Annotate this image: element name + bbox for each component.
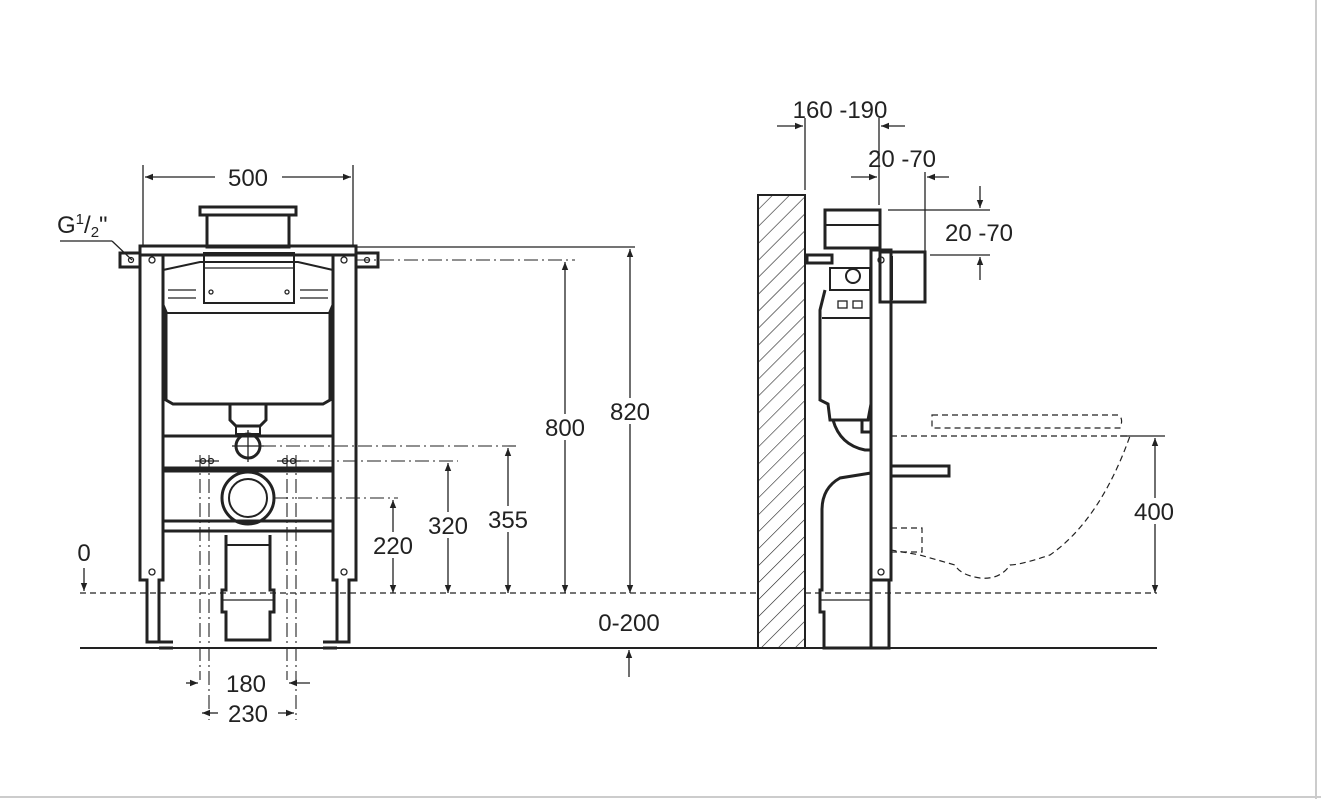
- side-frame-hole-top: [877, 256, 885, 264]
- pipe-thread-leader-diag: [111, 240, 133, 261]
- wc-outlet-outline: [891, 527, 923, 553]
- right-upright: [331, 247, 358, 644]
- pipe-thread-letter: G: [57, 212, 76, 239]
- front-view: 500 G1/2" 820 800 355 320 220 0 0-200: [57, 165, 1157, 728]
- side-frame-foot: [869, 580, 891, 650]
- pipe-thread-numerator: 1: [76, 211, 84, 228]
- cistern-shoulder: [162, 261, 334, 271]
- side-wall-bracket: [805, 253, 834, 265]
- side-frame-upright: [869, 248, 893, 582]
- dim-800-label: 800: [545, 415, 585, 442]
- drain-pipe: [220, 535, 276, 642]
- side-drain-pipe: [818, 471, 872, 650]
- dim-160-190-label: 160 -190: [793, 97, 888, 124]
- side-flush-connector: [860, 420, 871, 434]
- dim-20-70-v-label: 20 -70: [945, 220, 1013, 247]
- left-upright: [138, 247, 165, 644]
- dim-800-bg: [539, 414, 591, 440]
- wc-bowl-outline: [890, 435, 1131, 579]
- wall-section: [757, 194, 806, 649]
- cistern-tank: [161, 304, 335, 406]
- left-bracket-hole: [127, 256, 135, 264]
- panel-screw-left: [208, 289, 214, 295]
- side-switch-left: [837, 300, 848, 309]
- right-upright-hole-top: [340, 256, 348, 264]
- cistern-side-top: [823, 208, 882, 250]
- dim-500-label: 500: [228, 165, 268, 192]
- left-wall-bracket: [118, 251, 142, 269]
- dim-20-70-h-label: 20 -70: [868, 146, 936, 173]
- panel-screw-right: [284, 289, 290, 295]
- dim-820-label: 820: [610, 399, 650, 426]
- side-switch-right: [852, 300, 863, 309]
- floor-range-label: 0-200: [598, 610, 659, 637]
- cistern-inlet-box: [205, 213, 291, 249]
- left-upright-hole-bottom: [148, 568, 156, 576]
- side-valve-circle: [845, 268, 861, 284]
- dim-355-bg: [482, 506, 534, 532]
- dim-355-label: 355: [488, 507, 528, 534]
- dim-220-bg: [367, 532, 419, 558]
- floor-zero-label: 0: [77, 540, 90, 567]
- side-tank-body: [818, 289, 873, 422]
- side-valve-housing: [829, 267, 871, 291]
- pipe-thread-unit: ": [99, 212, 108, 239]
- dim-320-bg: [422, 512, 474, 538]
- dim-180-label: 180: [226, 671, 266, 698]
- dim-230-label: 230: [228, 701, 268, 728]
- cistern-access-panel: [203, 252, 295, 304]
- pipe-thread-denominator: 2: [91, 224, 99, 241]
- left-fixing-bolts: [195, 457, 219, 465]
- side-view: 160 -190 20 -70 20 -70: [757, 97, 1181, 650]
- side-frame-hole-bottom: [877, 568, 885, 576]
- flush-plate-box: [878, 250, 927, 304]
- left-upright-hole-top: [148, 256, 156, 264]
- dim-820-bg: [604, 398, 656, 424]
- pipe-thread-label: G1/2": [57, 211, 108, 241]
- pipe-thread-slash: /: [84, 212, 91, 239]
- dim-320-label: 320: [428, 513, 468, 540]
- drain-outlet-inner: [228, 478, 268, 518]
- side-flush-bend: [831, 419, 871, 452]
- dim-220-label: 220: [373, 533, 413, 560]
- bowl-support-arm: [889, 464, 951, 478]
- flush-outlet: [228, 404, 268, 428]
- right-upright-hole-bottom: [340, 568, 348, 576]
- dim-400-label: 400: [1134, 499, 1174, 526]
- wc-seat-outline: [931, 414, 1123, 429]
- dim-400-bg: [1129, 498, 1181, 524]
